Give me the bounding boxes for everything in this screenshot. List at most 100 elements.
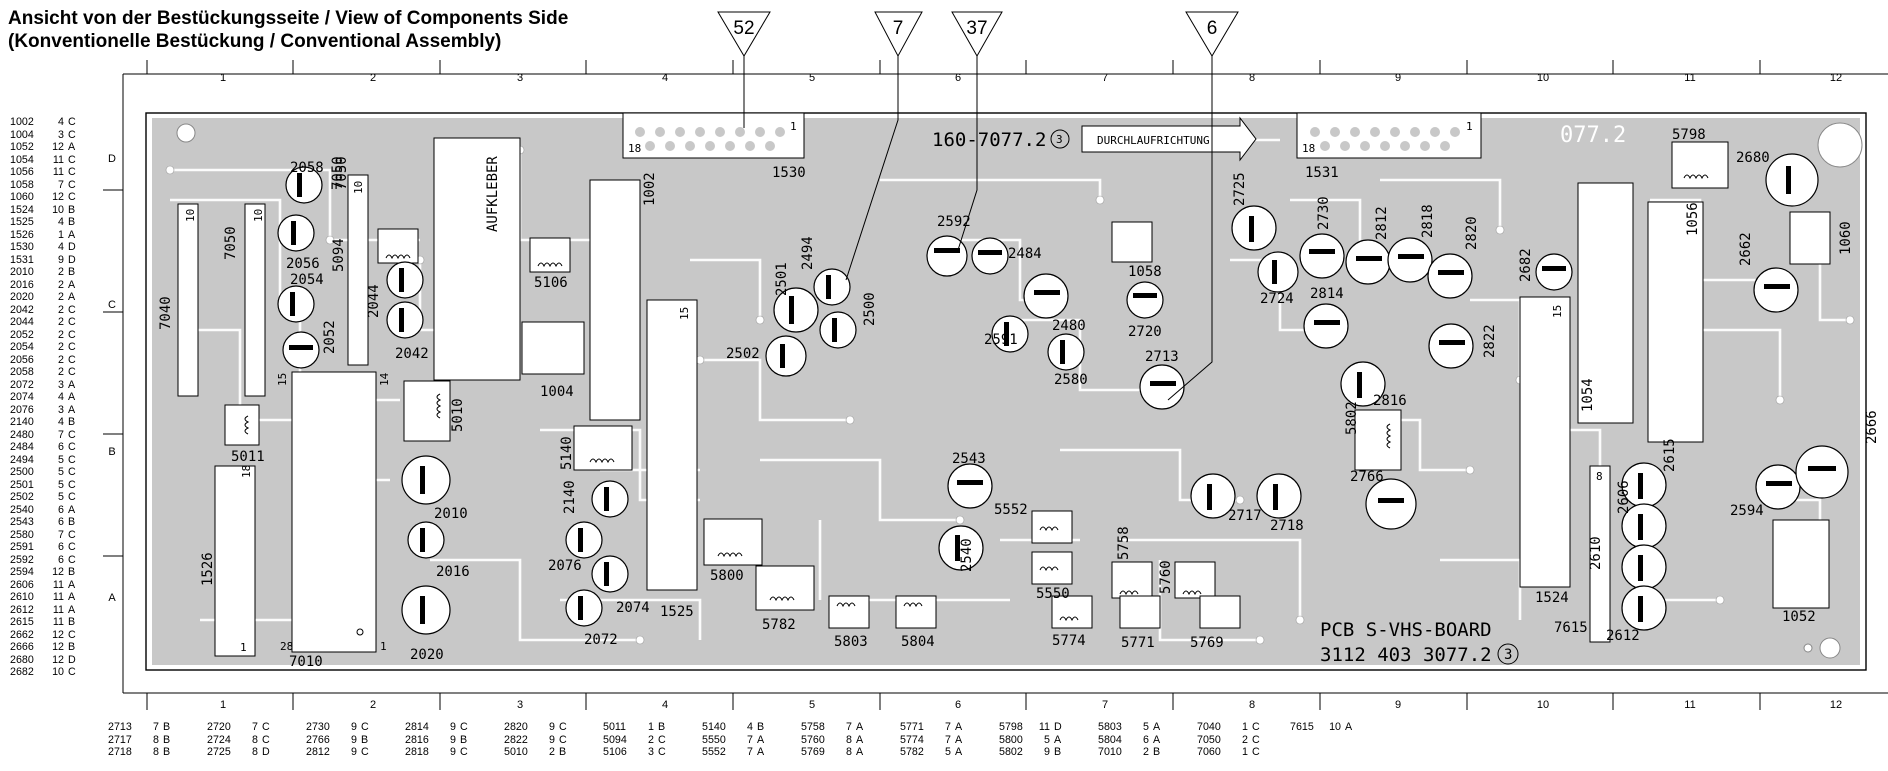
index-ref: 2818 xyxy=(405,746,429,758)
svg-text:10: 10 xyxy=(352,181,365,194)
index-col: 9 xyxy=(450,746,456,758)
label-2044: 2044 xyxy=(366,284,382,318)
col-2-top: 2 xyxy=(370,72,376,84)
label-5550: 5550 xyxy=(1036,586,1070,602)
index-col: 6 xyxy=(58,441,64,453)
index-col: 2 xyxy=(58,328,64,341)
index-col: 2 xyxy=(58,366,64,378)
label-1530: 1530 xyxy=(772,165,806,181)
index-rw: C xyxy=(68,328,76,341)
label-2682: 2682 xyxy=(1518,248,1534,282)
index-rw: A xyxy=(68,403,76,416)
index-ref: 5760 xyxy=(801,733,825,746)
svg-text:15: 15 xyxy=(276,373,289,386)
label-2501: 2501 xyxy=(774,262,790,296)
index-ref: 5094 xyxy=(603,733,627,746)
label-2056: 2056 xyxy=(286,256,320,272)
label-2072: 2072 xyxy=(584,632,618,648)
index-rw: A xyxy=(68,141,76,153)
index-rw: B xyxy=(68,203,76,216)
index-col: 7 xyxy=(58,528,64,541)
index-rw: C xyxy=(68,191,76,203)
col-10-top: 10 xyxy=(1537,72,1549,84)
label-2606: 2606 xyxy=(1616,480,1632,514)
row-B: B xyxy=(108,446,115,458)
index-col: 7 xyxy=(252,721,258,733)
label-2020: 2020 xyxy=(410,647,444,663)
index-rw: C xyxy=(68,441,76,453)
index-rw: A xyxy=(68,391,76,403)
index-ref: 2500 xyxy=(10,466,34,478)
index-col: 7 xyxy=(747,733,753,746)
index-col: 3 xyxy=(58,378,64,391)
label-2612: 2612 xyxy=(1606,628,1640,644)
index-rw: C xyxy=(658,733,666,746)
index-rw: C xyxy=(68,128,76,141)
index-rw: C xyxy=(68,428,76,441)
col-3-bottom: 3 xyxy=(517,699,523,711)
index-col: 2 xyxy=(58,341,64,353)
index-col: 10 xyxy=(1329,721,1341,733)
index-ref: 5011 xyxy=(603,721,626,733)
label-2494: 2494 xyxy=(800,236,816,270)
aufkleber-label: AUFKLEBER xyxy=(485,156,501,232)
index-col: 1 xyxy=(58,228,64,241)
col-11-top: 11 xyxy=(1684,72,1695,84)
index-ref: 1524 xyxy=(10,203,34,216)
column-labels-bottom: 1 2 3 4 5 6 7 8 9 10 11 12 xyxy=(220,699,1842,711)
index-col: 6 xyxy=(58,553,64,566)
index-col: 8 xyxy=(252,746,258,758)
index-rw: A xyxy=(856,733,864,746)
index-col: 5 xyxy=(58,453,64,466)
index-ref: 2058 xyxy=(10,366,34,378)
label-1060: 1060 xyxy=(1838,221,1854,255)
index-ref: 5769 xyxy=(801,746,825,758)
index-col: 11 xyxy=(52,578,64,591)
index-ref: 2016 xyxy=(10,278,34,291)
label-2016: 2016 xyxy=(436,564,470,580)
index-rw: B xyxy=(163,733,171,746)
index-col: 8 xyxy=(153,746,159,758)
row-labels: D C B A xyxy=(108,153,116,604)
index-ref: 2074 xyxy=(10,391,34,403)
col-2-bottom: 2 xyxy=(370,699,376,711)
index-col: 7 xyxy=(58,428,64,441)
index-ref: 2724 xyxy=(207,733,231,746)
col-1-bottom: 1 xyxy=(220,699,226,711)
index-col: 4 xyxy=(58,241,64,253)
label-2076: 2076 xyxy=(548,558,582,574)
ic-7060: 10 7050 15 xyxy=(223,203,289,397)
index-rw: C xyxy=(559,721,567,733)
index-ref: 7010 xyxy=(1098,746,1122,758)
index-rw: C xyxy=(68,541,76,553)
marker-6: 6 xyxy=(1167,11,1239,401)
label-1526: 1526 xyxy=(200,552,216,586)
index-rw: B xyxy=(1054,746,1062,758)
index-col: 2 xyxy=(1143,746,1149,758)
index-col: 9 xyxy=(450,733,456,746)
index-rw: B xyxy=(68,516,76,528)
row-D: D xyxy=(108,153,116,165)
index-rw: C xyxy=(262,733,270,746)
index-col: 10 xyxy=(52,203,64,216)
col-7-bottom: 7 xyxy=(1102,699,1108,711)
col-10-bottom: 10 xyxy=(1537,699,1549,711)
index-col: 2 xyxy=(549,746,555,758)
index-col: 4 xyxy=(58,216,64,228)
label-2662: 2662 xyxy=(1738,232,1754,266)
